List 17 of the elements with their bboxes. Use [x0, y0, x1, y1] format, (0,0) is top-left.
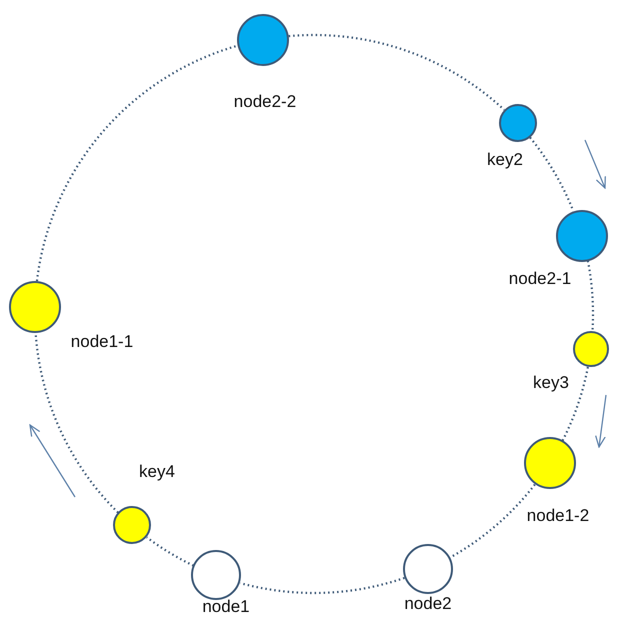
node-label: node1-1	[70, 332, 134, 352]
node-label: key4	[139, 462, 175, 482]
node-label: key2	[487, 150, 523, 170]
node-label: node2-2	[234, 92, 296, 112]
ring-arc	[288, 34, 505, 111]
ring-arc	[562, 366, 589, 442]
ring-arc	[586, 260, 594, 332]
node-label: node1-2	[526, 506, 590, 526]
ring-arc	[146, 536, 194, 567]
ring-arc	[36, 44, 238, 282]
node-label: key3	[533, 372, 569, 393]
node-label: node2	[404, 594, 452, 614]
ring-arc	[529, 136, 574, 212]
ring-arc	[34, 332, 119, 514]
ring-arc	[240, 576, 405, 594]
node-label: node2-1	[508, 268, 572, 289]
node-label: node1	[202, 596, 250, 617]
